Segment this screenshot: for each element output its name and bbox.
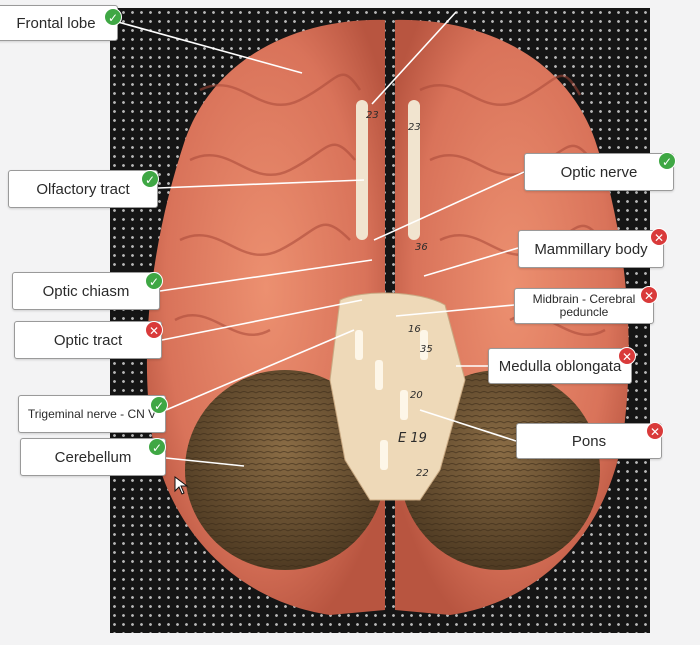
label-frontal-lobe[interactable]: Frontal lobe [0,5,118,41]
label-text: Trigeminal nerve - CN V [27,406,157,421]
label-text: Optic nerve [560,163,638,181]
leader-olfactory-tract [157,179,365,189]
marking-2: 23 [408,122,421,133]
label-cerebellum[interactable]: Cerebellum [20,438,166,476]
label-text: Cerebellum [54,448,132,466]
correct-check-icon: ✓ [658,152,676,170]
marking-7: E 19 [398,431,427,446]
marking-8: 22 [416,468,429,479]
label-trigeminal-nerve[interactable]: Trigeminal nerve - CN V [18,395,166,433]
label-optic-tract[interactable]: Optic tract [14,321,162,359]
leader-optic-tract [161,299,363,341]
leader-trigeminal-nerve [165,329,355,411]
label-text: Medulla oblongata [498,357,622,375]
label-optic-chiasm[interactable]: Optic chiasm [12,272,160,310]
olfactory-tract-right [408,100,420,240]
incorrect-x-icon: ✕ [650,228,668,246]
label-text: Frontal lobe [16,14,96,32]
label-pons[interactable]: Pons [516,423,662,459]
incorrect-x-icon: ✕ [640,286,658,304]
label-medulla-oblongata[interactable]: Medulla oblongata [488,348,632,384]
label-optic-nerve[interactable]: Optic nerve [524,153,674,191]
label-mammillary-body[interactable]: Mammillary body [518,230,664,268]
incorrect-x-icon: ✕ [145,321,163,339]
correct-check-icon: ✓ [145,272,163,290]
label-text: Pons [571,432,607,450]
marking-4: 16 [408,324,421,335]
label-text: Optic chiasm [42,282,130,300]
label-midbrain-cerebral-peduncle[interactable]: Midbrain - Cerebral peduncle [514,288,654,324]
mouse-pointer-icon [174,476,189,495]
leader-optic-nerve [373,171,525,241]
marking-6: 20 [410,390,423,401]
label-text: Midbrain - Cerebral peduncle [532,292,636,319]
correct-check-icon: ✓ [104,8,122,26]
correct-check-icon: ✓ [141,170,159,188]
label-text: Optic tract [53,331,123,349]
leader-top-right [371,11,457,105]
label-text: Olfactory tract [36,180,130,198]
leader-lines [117,11,525,467]
specimen-markings: 23 23 36 16 35 20 E 19 22 [366,110,433,479]
leader-mammillary-body [423,247,519,277]
label-text: Mammillary body [534,240,648,258]
brainstem [329,292,466,501]
leader-optic-chiasm [159,259,373,292]
marking-1: 23 [366,110,379,121]
incorrect-x-icon: ✕ [646,422,664,440]
marking-5: 35 [420,344,433,355]
leader-frontal-lobe [117,21,303,74]
label-olfactory-tract[interactable]: Olfactory tract [8,170,158,208]
marking-3: 36 [415,242,428,253]
leader-midbrain-cerebral-peduncle [395,304,515,317]
olfactory-tract-left [356,100,368,240]
leader-pons [419,409,517,442]
correct-check-icon: ✓ [150,396,168,414]
correct-check-icon: ✓ [148,438,166,456]
brainstem-tags [355,330,428,470]
leader-cerebellum [165,457,245,467]
incorrect-x-icon: ✕ [618,347,636,365]
